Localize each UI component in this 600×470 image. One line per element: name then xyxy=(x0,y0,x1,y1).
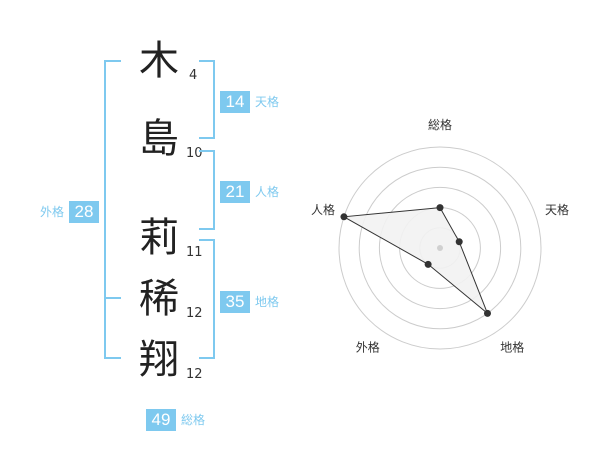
radar-axis-label-2: 天格 xyxy=(545,202,569,217)
radar-axis-label-1: 総格 xyxy=(428,117,452,132)
radar-center-dot xyxy=(437,245,443,251)
jinkaku-bracket xyxy=(199,150,215,230)
name-char-4: 稀 xyxy=(139,276,179,322)
radar-ring-3 xyxy=(378,186,502,310)
radar-point-3 xyxy=(483,309,491,317)
name-char-3: 莉 xyxy=(139,215,179,261)
soukaku-label: 総格 xyxy=(181,413,206,427)
radar-point-2 xyxy=(455,238,463,246)
chikaku-value: 35 xyxy=(220,291,250,313)
jinkaku-value: 21 xyxy=(220,181,250,203)
gaikaku-value: 28 xyxy=(69,201,100,223)
stroke-count-5: 12 xyxy=(186,367,203,382)
name-char-2: 島 xyxy=(139,116,179,162)
radar-polygon xyxy=(342,207,488,314)
jinkaku-label: 人格 xyxy=(255,185,280,199)
radar-axis-label-3: 地格 xyxy=(500,340,524,355)
name-char-1: 木 xyxy=(139,38,179,84)
stroke-count-4: 12 xyxy=(186,306,203,321)
tenkaku-label: 天格 xyxy=(255,95,280,109)
tenkaku-bracket xyxy=(199,60,215,139)
radar-point-5 xyxy=(340,213,348,221)
radar-point-1 xyxy=(436,204,444,212)
soukaku-value: 49 xyxy=(146,409,176,431)
radar-point-4 xyxy=(424,260,432,268)
radar-ring-4 xyxy=(358,166,522,330)
name-char-5: 翔 xyxy=(139,337,179,383)
radar-axis-label-5: 人格 xyxy=(311,202,335,217)
chikaku-bracket xyxy=(199,239,215,359)
chikaku-result: 35 地格 xyxy=(220,291,279,313)
stroke-count-3: 11 xyxy=(186,245,203,260)
gaikaku-bracket-tick xyxy=(104,297,121,299)
stroke-count-2: 10 xyxy=(186,146,203,161)
soukaku-result: 49 総格 xyxy=(146,409,205,431)
jinkaku-result: 21 人格 xyxy=(220,181,279,203)
gaikaku-label: 外格 xyxy=(40,205,65,219)
tenkaku-value: 14 xyxy=(220,91,250,113)
radar-ring-5 xyxy=(338,146,542,350)
gaikaku-bracket xyxy=(104,60,121,359)
stroke-count-1: 4 xyxy=(189,68,198,83)
chikaku-label: 地格 xyxy=(255,295,280,309)
gaikaku-result: 外格 28 xyxy=(40,201,100,223)
radar-axis-label-4: 外格 xyxy=(356,340,380,355)
tenkaku-result: 14 天格 xyxy=(220,91,279,113)
